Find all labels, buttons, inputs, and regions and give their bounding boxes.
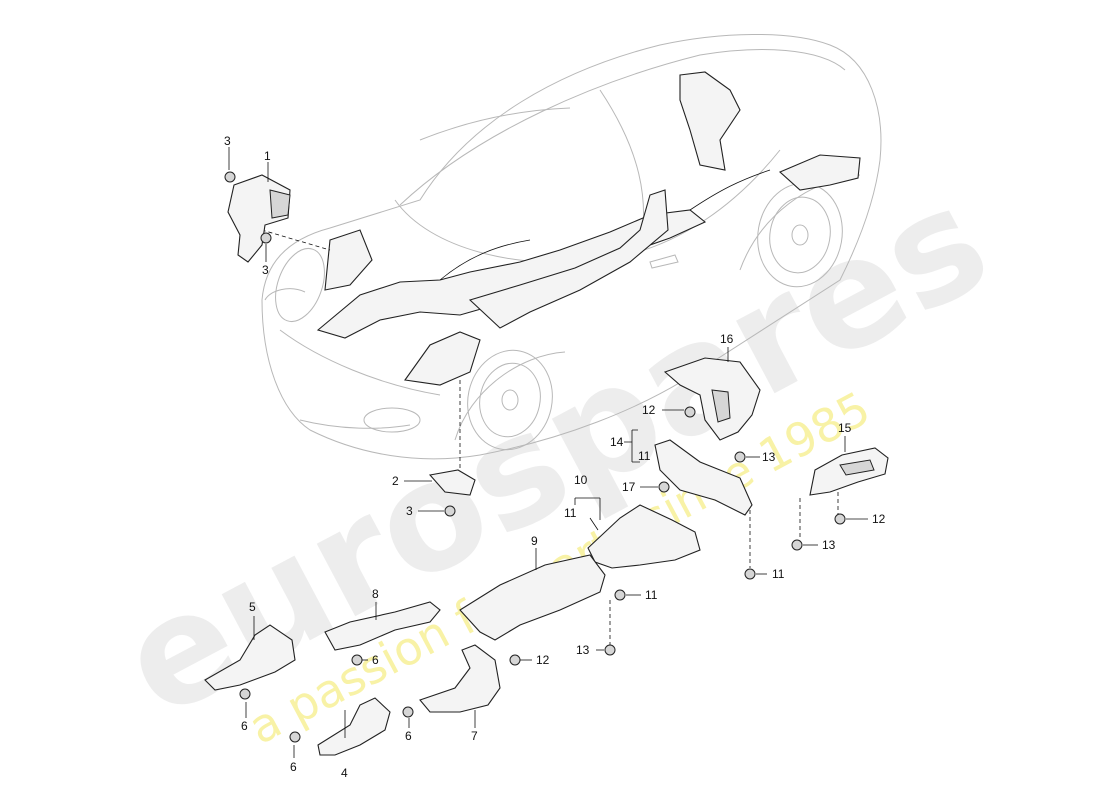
callout-13: 13 [576,643,590,657]
leader-lines [228,147,868,758]
nut-6a [351,654,363,666]
car-body-outline [261,34,882,460]
callout-16: 16 [720,332,734,346]
nut-6d [289,731,301,743]
nut-12a [684,406,696,418]
part-5-bracket [204,624,296,691]
callout-11: 11 [645,588,658,602]
bolt-13b [791,539,803,551]
callout-1: 1 [264,149,271,163]
installed-heat-shield-assembly [316,71,861,386]
part-15-heat-shield [809,447,889,496]
callout-2: 2 [392,474,399,488]
nut-12c [509,654,521,666]
bolt-3c [444,505,456,517]
clip-11a [744,568,756,580]
part-7-heat-shield [419,644,501,713]
callout-3: 3 [262,263,269,277]
locator-lines [254,227,839,645]
callout-3: 3 [224,134,231,148]
bolt-3b [260,232,272,244]
callout-6: 6 [241,719,248,733]
nut-6c [402,706,414,718]
callout-14: 14 [610,435,624,449]
callout-8: 8 [372,587,379,601]
callout-10: 10 [574,473,588,487]
callout-6: 6 [372,653,379,667]
bolt-17 [658,481,670,493]
callout-6: 6 [290,760,297,774]
callout-4: 4 [341,766,348,780]
callout-7: 7 [471,729,478,743]
callout-9: 9 [531,534,538,548]
callout-13: 13 [762,450,776,464]
clip-11b [614,589,626,601]
part-2-plate [428,469,476,496]
part-1-bracket [227,174,291,263]
callout-12: 12 [642,403,656,417]
nut-12b [834,513,846,525]
callout-17: 17 [622,480,636,494]
callout-15: 15 [838,421,852,435]
part-8-bracket [324,601,441,651]
fasteners [224,171,846,743]
callout-6: 6 [405,729,412,743]
bolt-13c [604,644,616,656]
callout-12: 12 [536,653,550,667]
part-4-bracket [317,697,391,756]
part-14-heat-shield [654,439,753,516]
callout-13: 13 [822,538,836,552]
bolt-13a [734,451,746,463]
callout-11: 11 [638,449,651,463]
front-wheel [467,349,553,451]
part-10-tunnel-shield [587,504,701,569]
nut-6b [239,688,251,700]
part-9-heat-shield [459,554,606,641]
callout-11: 11 [772,567,785,581]
callout-12: 12 [872,512,886,526]
callout-3: 3 [406,504,413,518]
bolt-3a [224,171,236,183]
callout-labels: 1 3 3 2 3 16 12 14 11 13 17 15 12 13 10 … [224,134,886,780]
callout-5: 5 [249,600,256,614]
callout-11: 11 [564,506,577,520]
